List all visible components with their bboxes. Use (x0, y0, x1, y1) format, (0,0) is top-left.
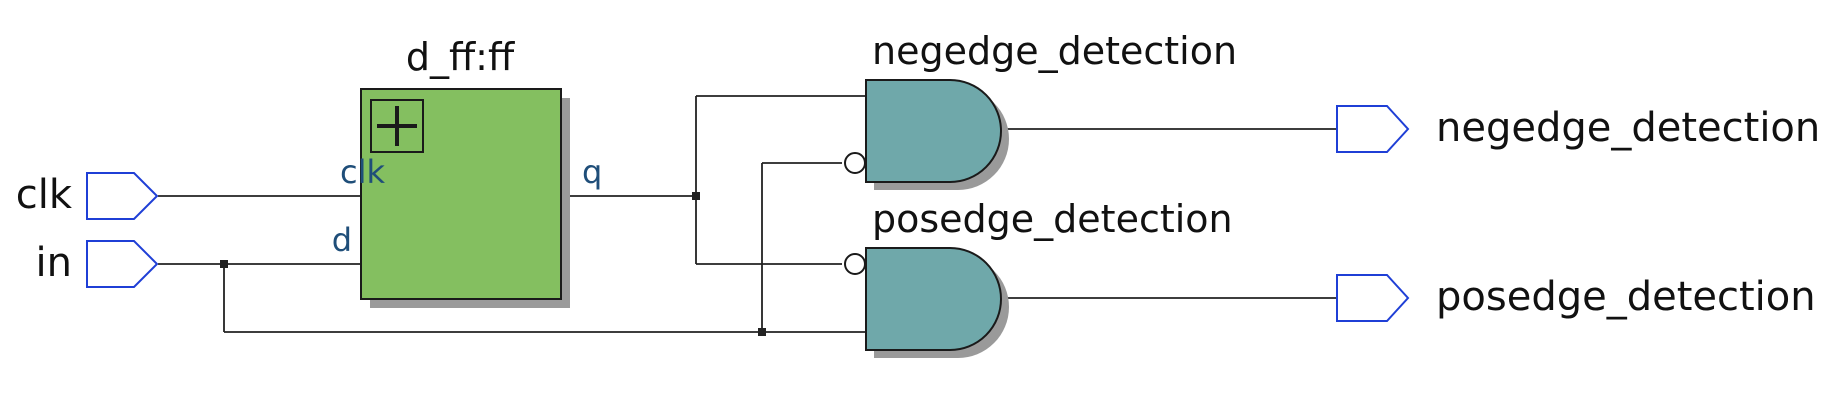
output-port-negedge-shape (1336, 105, 1410, 153)
dff-module[interactable]: d_ff:ff clk d q (332, 35, 603, 308)
negedge-gate-title: negedge_detection (872, 29, 1237, 73)
posedge-and-gate[interactable]: posedge_detection (844, 197, 1233, 358)
negedge-gate-body (865, 79, 1002, 183)
posedge-gate-invert-bubble (844, 253, 866, 275)
junction-in-bottom (758, 328, 766, 336)
output-port-negedge-label: negedge_detection (1436, 105, 1820, 151)
plus-icon[interactable] (370, 99, 424, 153)
dff-pin-clk: clk (340, 153, 385, 191)
dff-pin-q: q (582, 153, 602, 191)
dff-pin-d: d (332, 221, 352, 259)
junction-q (692, 192, 700, 200)
dff-module-body (360, 88, 562, 300)
output-port-posedge-shape (1336, 274, 1410, 322)
input-port-in-shape (86, 240, 159, 288)
output-port-posedge-label: posedge_detection (1436, 274, 1816, 320)
dff-module-title: d_ff:ff (406, 35, 515, 79)
input-port-clk-shape (86, 172, 159, 220)
input-port-clk[interactable]: clk (16, 172, 159, 220)
plus-icon-frame (370, 99, 424, 153)
posedge-gate-title: posedge_detection (872, 197, 1233, 241)
input-port-in-label: in (36, 240, 72, 286)
negedge-and-gate[interactable]: negedge_detection (844, 29, 1237, 190)
posedge-gate-body (865, 247, 1002, 351)
junction-in (220, 260, 228, 268)
negedge-gate-invert-bubble (844, 152, 866, 174)
output-port-posedge[interactable]: posedge_detection (1336, 274, 1816, 322)
output-port-negedge[interactable]: negedge_detection (1336, 105, 1820, 153)
input-port-in[interactable]: in (36, 240, 159, 288)
input-port-clk-label: clk (16, 172, 73, 218)
